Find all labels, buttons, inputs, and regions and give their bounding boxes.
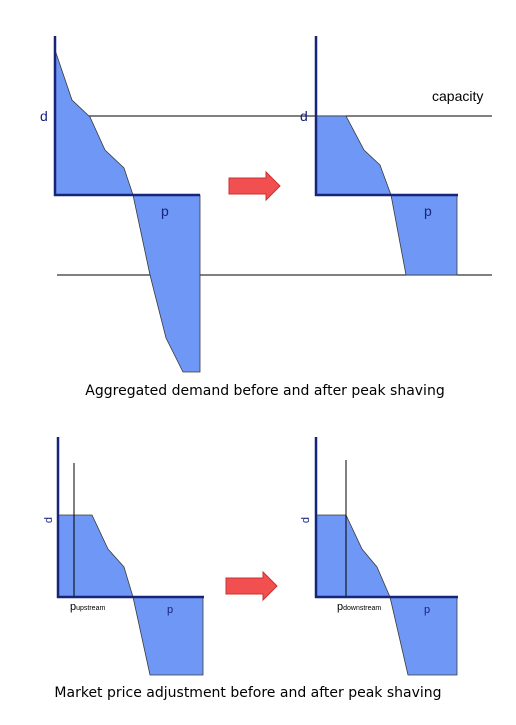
right-arrow-icon: [225, 570, 278, 602]
x-axis-label: p: [424, 604, 430, 616]
demand-area-negative: [132, 194, 201, 373]
top-right-demand-curve: d p: [300, 36, 458, 276]
price-label-sub: downstream: [343, 605, 381, 612]
top-left-demand-curve: d p: [40, 36, 201, 373]
bottom-caption: Market price adjustment before and after…: [54, 685, 441, 701]
price-label: pdownstream: [337, 601, 381, 613]
price-label-sub: upstream: [76, 605, 105, 612]
y-axis-label: d: [300, 517, 312, 523]
y-axis-label: d: [300, 108, 308, 124]
x-axis-label: p: [424, 203, 432, 219]
top-panel: capacity d p d p Aggregated demand befor…: [40, 36, 492, 399]
x-axis-label: p: [161, 203, 169, 219]
shaved-area-positive: [315, 115, 392, 196]
y-axis-label: d: [43, 517, 55, 523]
capacity-label: capacity: [432, 88, 483, 104]
shaved-area-positive: [315, 514, 391, 598]
bottom-left-demand-curve: d pupstream p: [43, 437, 204, 676]
x-axis-label: p: [167, 604, 173, 616]
top-caption: Aggregated demand before and after peak …: [85, 383, 444, 399]
y-axis-label: d: [40, 108, 48, 124]
price-label-main: p: [337, 601, 343, 613]
price-label-main: p: [70, 601, 76, 613]
bottom-panel: d pupstream p d pdownstream p Market pri…: [43, 437, 458, 701]
demand-area-positive: [54, 49, 134, 196]
price-label: pupstream: [70, 601, 105, 613]
right-arrow-icon: [228, 170, 281, 202]
bottom-right-demand-curve: d pdownstream p: [300, 437, 458, 676]
demand-area-positive: [57, 514, 134, 598]
